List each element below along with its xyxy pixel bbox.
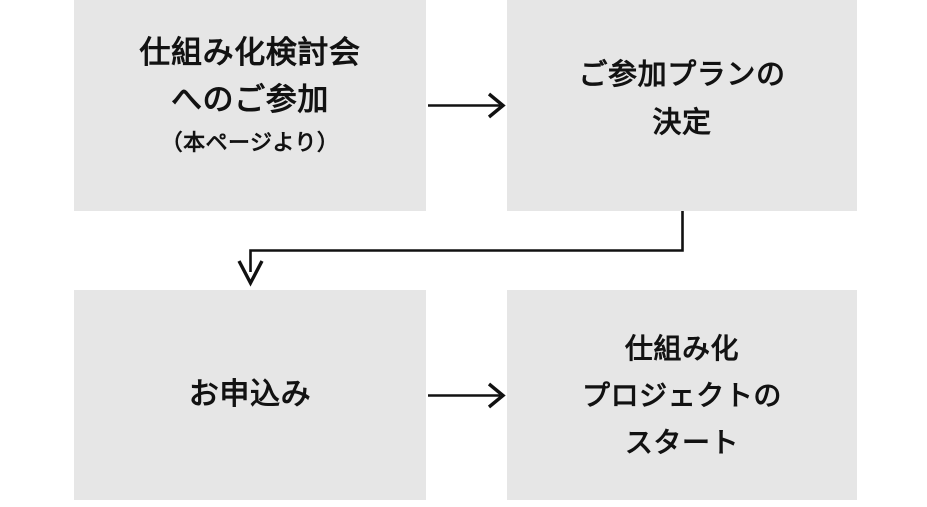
arrow-step1-to-step2-icon (428, 92, 506, 119)
flow-node-application[interactable]: お申込み (74, 290, 426, 500)
flow-node-line: スタート (624, 426, 740, 458)
flow-node-line: ご参加プランの (578, 58, 786, 91)
flow-node-line: プロジェクトの (582, 379, 782, 411)
flow-node-note: （本ページより） (160, 129, 340, 155)
flow-node-line: 仕組み化 (624, 332, 740, 364)
flow-node-line: 決定 (652, 106, 712, 139)
flow-node-project-start[interactable]: 仕組み化 プロジェクトの スタート (507, 290, 857, 500)
flow-node-line: 仕組み化検討会 (139, 34, 361, 70)
arrow-step3-to-step4-icon (428, 382, 506, 409)
flow-node-line: へのご参加 (170, 81, 330, 117)
flow-node-line: お申込み (188, 378, 312, 411)
elbow-arrow-step2-to-step3-icon (237, 211, 684, 287)
flow-node-plan-decision[interactable]: ご参加プランの 決定 (507, 0, 857, 211)
flow-node-participation-in-study-group[interactable]: 仕組み化検討会 へのご参加 （本ページより） (74, 0, 426, 211)
